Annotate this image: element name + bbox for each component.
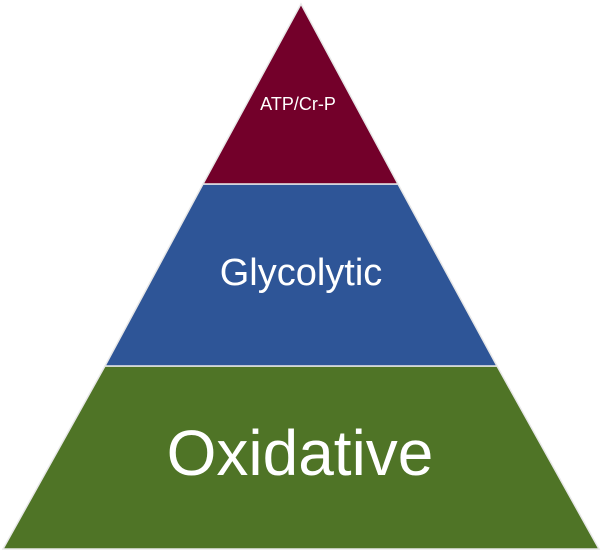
tier-label-atp-crp: ATP/Cr-P [260, 94, 336, 114]
tier-atp-crp [201, 2, 400, 185]
tier-label-oxidative: Oxidative [167, 417, 434, 489]
tier-label-glycolytic: Glycolytic [220, 252, 383, 294]
